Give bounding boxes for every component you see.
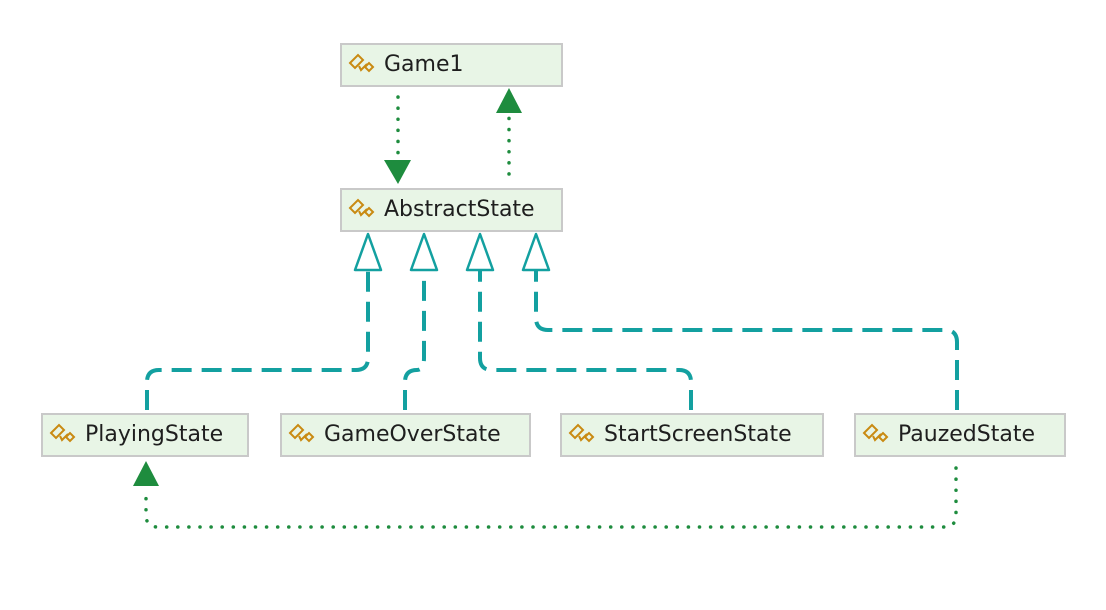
class-icon bbox=[568, 423, 595, 443]
class-icon bbox=[288, 423, 315, 443]
hollow-triangle-head bbox=[465, 232, 495, 272]
association-pauzedstate-to-playingstate bbox=[133, 461, 958, 529]
association-game1-to-abstractstate bbox=[384, 95, 411, 184]
class-label: GameOverState bbox=[324, 422, 501, 447]
class-label: PauzedState bbox=[898, 422, 1035, 447]
realization-playingstate bbox=[145, 232, 383, 410]
association-abstractstate-to-game1 bbox=[496, 88, 522, 176]
hollow-triangle-head bbox=[521, 232, 551, 272]
class-node-startscreenstate[interactable]: StartScreenState bbox=[560, 413, 824, 457]
class-node-game1[interactable]: Game1 bbox=[340, 43, 563, 87]
class-icon bbox=[348, 198, 375, 218]
filled-arrow-head bbox=[133, 461, 159, 486]
class-label: PlayingState bbox=[85, 422, 224, 447]
class-node-abstractstate[interactable]: AbstractState bbox=[340, 188, 563, 232]
class-node-pauzedstate[interactable]: PauzedState bbox=[854, 413, 1066, 457]
realization-gameoverstate bbox=[403, 232, 439, 410]
class-label: StartScreenState bbox=[604, 422, 792, 447]
hollow-triangle-head bbox=[353, 232, 383, 272]
realization-startscreenstate bbox=[465, 232, 693, 410]
class-icon bbox=[49, 423, 76, 443]
class-label: Game1 bbox=[384, 52, 464, 77]
filled-arrow-head bbox=[496, 88, 522, 113]
class-node-playingstate[interactable]: PlayingState bbox=[41, 413, 249, 457]
realization-pauzedstate bbox=[521, 232, 959, 410]
hollow-triangle-head bbox=[409, 232, 439, 272]
class-icon bbox=[348, 53, 375, 73]
filled-arrow-head bbox=[384, 160, 411, 184]
class-label: AbstractState bbox=[384, 197, 535, 222]
class-node-gameoverstate[interactable]: GameOverState bbox=[280, 413, 531, 457]
class-icon bbox=[862, 423, 889, 443]
